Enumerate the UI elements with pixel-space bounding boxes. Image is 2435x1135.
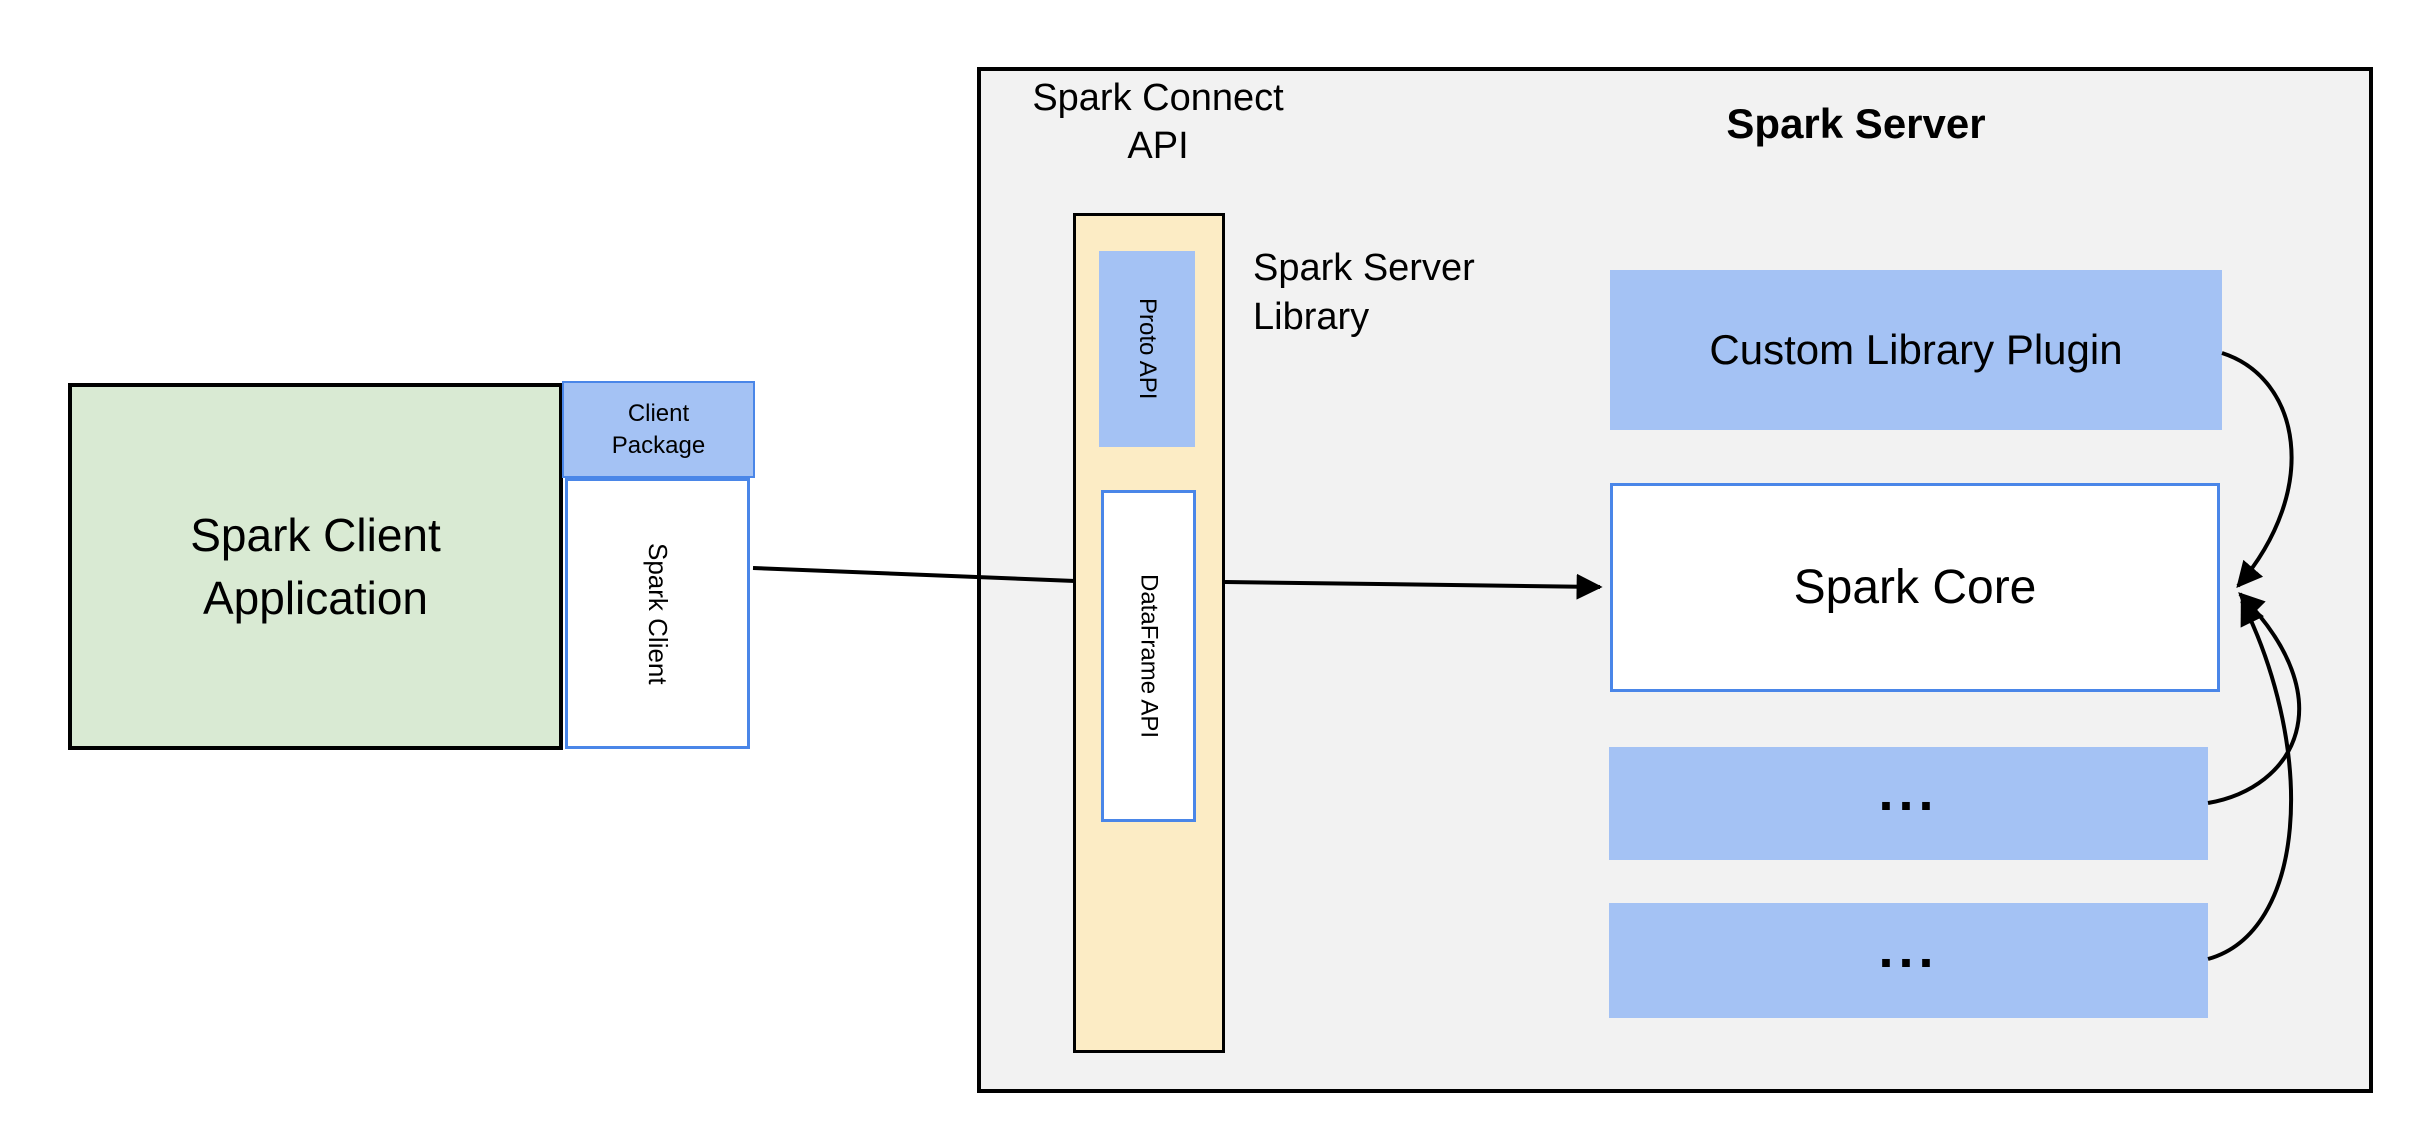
- client-package-box: Client Package: [562, 381, 755, 478]
- additional-plugin-box-top: ...: [1609, 747, 2208, 860]
- ellipsis-label: ...: [1878, 761, 1939, 822]
- spark-client-application-box: Spark Client Application: [68, 383, 563, 750]
- spark-connect-api-label: Spark Connect API: [1032, 77, 1284, 167]
- spark-core-box: Spark Core: [1610, 483, 2220, 692]
- spark-client-application-label: Spark Client Application: [190, 509, 441, 624]
- client-package-label: Client Package: [611, 400, 706, 459]
- ellipsis-label: ...: [1878, 918, 1939, 979]
- dataframe-api-box: DataFrame API: [1101, 490, 1196, 822]
- spark-server-title: Spark Server: [1726, 100, 1986, 147]
- spark-server-library-label: Spark Server Library: [1253, 247, 1475, 339]
- proto-api-box: Proto API: [1099, 251, 1195, 447]
- custom-library-plugin-box: Custom Library Plugin: [1610, 270, 2222, 430]
- additional-plugin-box-bottom: ...: [1609, 903, 2208, 1018]
- spark-client-box: Spark Client: [565, 478, 750, 749]
- custom-library-plugin-label: Custom Library Plugin: [1709, 326, 2123, 373]
- proto-api-label: Proto API: [1134, 298, 1161, 400]
- dataframe-api-label: DataFrame API: [1135, 573, 1163, 739]
- spark-core-label: Spark Core: [1793, 561, 2037, 614]
- spark-client-label: Spark Client: [643, 542, 673, 685]
